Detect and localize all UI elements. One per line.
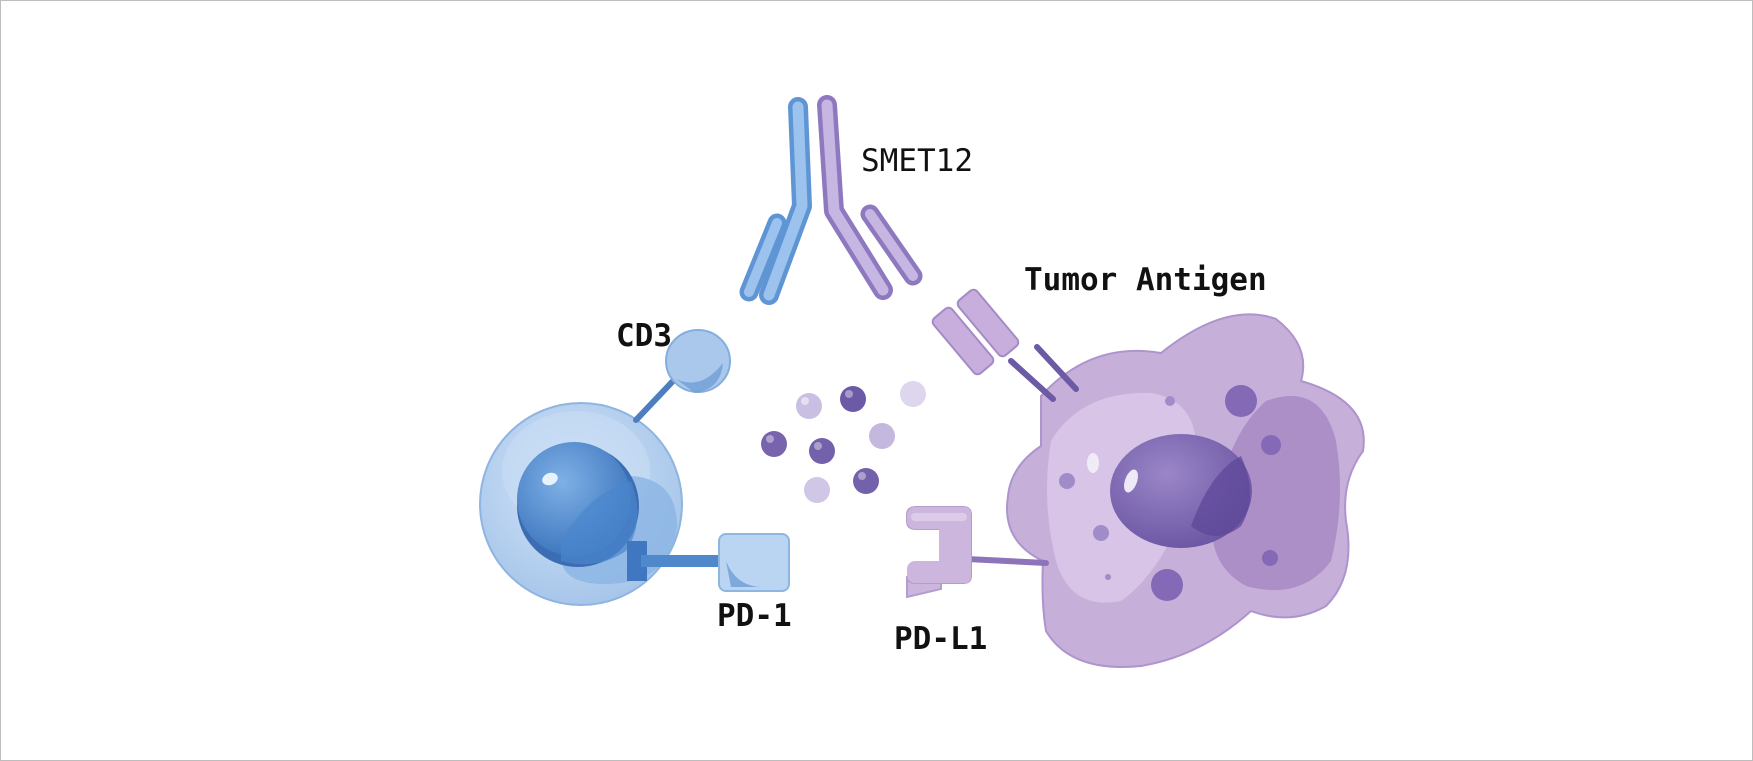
cytokine-particle-icon — [761, 381, 926, 503]
antibody-label: SMET12 — [861, 143, 973, 179]
pd1-receptor-icon — [627, 533, 790, 592]
pdl1-ligand-icon — [906, 506, 1049, 599]
tumor-antigen-label: Tumor Antigen — [1024, 262, 1267, 298]
cd3-receptor-icon — [633, 329, 731, 423]
t-cell-icon — [479, 402, 683, 606]
cd3-label: CD3 — [616, 318, 672, 354]
tumor-cell-icon — [1006, 313, 1365, 668]
pd1-label: PD-1 — [717, 598, 792, 634]
pdl1-label: PD-L1 — [894, 621, 987, 657]
tumor-antigen-receptor-icon — [931, 288, 1079, 402]
antibody-icon — [739, 95, 923, 305]
